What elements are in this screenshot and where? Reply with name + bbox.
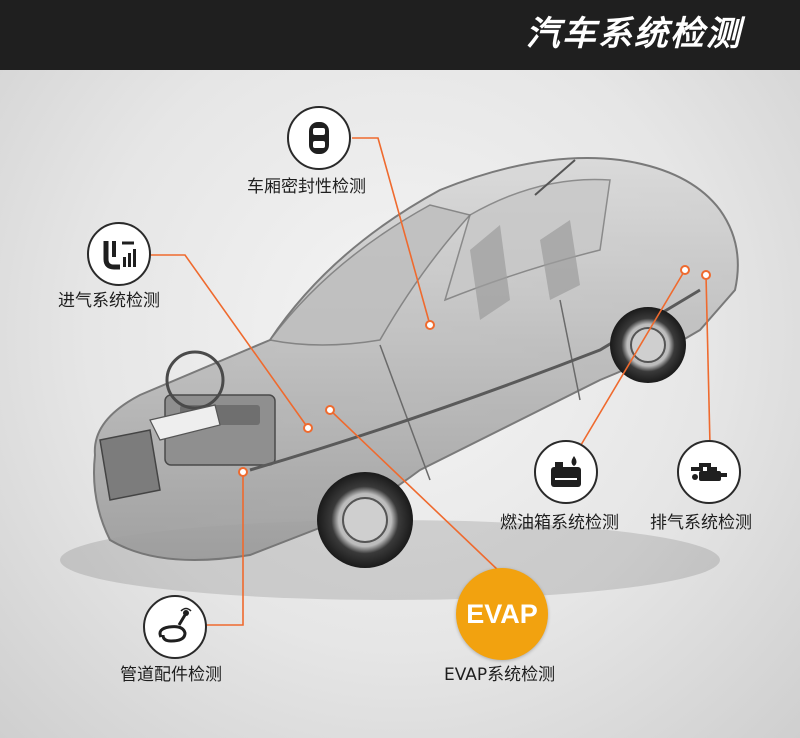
car-grille	[99, 429, 161, 501]
front-rim	[342, 497, 388, 543]
engine-fan	[165, 350, 225, 410]
car-antenna	[534, 159, 576, 196]
car-seat-rear	[540, 220, 580, 300]
intake-callout-icon-circle	[87, 222, 151, 286]
intake-callout-label: 进气系统检测	[58, 291, 160, 311]
intake-pipe-icon	[103, 241, 136, 270]
car-windshield	[268, 204, 472, 346]
fuel-tank-icon	[551, 456, 581, 487]
leader-dot-hose	[238, 467, 248, 477]
cabin-callout-icon-circle	[287, 106, 351, 170]
evap-callout-label: EVAP系统检测	[444, 665, 556, 685]
leader-dot-fuel	[680, 265, 690, 275]
hose-callout-icon-circle	[143, 595, 207, 659]
hose-callout-label: 管道配件检测	[120, 665, 222, 685]
cabin-callout-label: 车厢密封性检测	[247, 177, 366, 197]
leader-line-fuel	[577, 269, 686, 451]
leader-line-cabin	[352, 137, 431, 326]
car-door-line-rear	[559, 299, 581, 401]
car-headlight	[149, 404, 221, 441]
leader-dot-intake	[303, 423, 313, 433]
leader-dot-evap	[325, 405, 335, 415]
page-title: 汽车系统检测	[526, 14, 742, 54]
leader-dot-exhaust	[701, 270, 711, 280]
exhaust-pipe-icon	[691, 463, 727, 481]
header-bar: 汽车系统检测	[0, 0, 800, 70]
leader-line-exhaust	[705, 274, 711, 446]
exhaust-callout-label: 排气系统检测	[650, 513, 752, 533]
car-cabin-icon	[309, 122, 329, 154]
exhaust-callout-icon-circle	[677, 440, 741, 504]
hose-icon	[158, 607, 192, 643]
rear-rim	[630, 327, 666, 363]
evap-badge: EVAP	[456, 568, 548, 660]
leader-line-hose	[205, 472, 244, 626]
leader-line-evap	[329, 409, 501, 573]
car-door-line	[379, 344, 431, 481]
exhaust-line	[249, 288, 701, 472]
leader-line-intake	[150, 254, 309, 429]
fuel-callout-icon-circle	[534, 440, 598, 504]
leader-dot-cabin	[425, 320, 435, 330]
car-seat	[470, 225, 510, 320]
fuel-callout-label: 燃油箱系统检测	[500, 513, 619, 533]
